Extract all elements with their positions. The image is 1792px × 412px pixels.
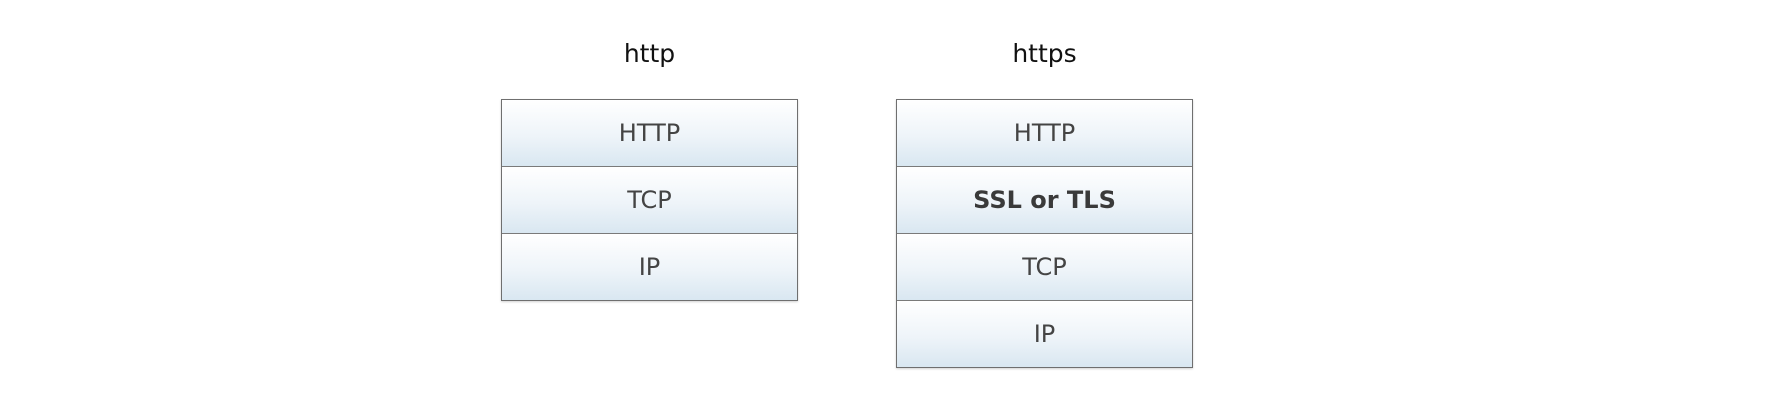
- https-layer-ip: IP: [897, 300, 1192, 367]
- http-layer-ip: IP: [502, 233, 797, 300]
- http-stack: http HTTP TCP IP: [501, 34, 798, 301]
- https-layer-list: HTTP SSL or TLS TCP IP: [896, 99, 1193, 368]
- http-layer-list: HTTP TCP IP: [501, 99, 798, 301]
- https-layer-tcp: TCP: [897, 233, 1192, 300]
- https-layer-http: HTTP: [897, 100, 1192, 166]
- https-stack-title: https: [1012, 39, 1077, 68]
- http-layer-tcp: TCP: [502, 166, 797, 233]
- https-layer-ssl-tls: SSL or TLS: [897, 166, 1192, 233]
- https-stack: https HTTP SSL or TLS TCP IP: [896, 34, 1193, 368]
- http-layer-http: HTTP: [502, 100, 797, 166]
- http-stack-title: http: [623, 39, 676, 68]
